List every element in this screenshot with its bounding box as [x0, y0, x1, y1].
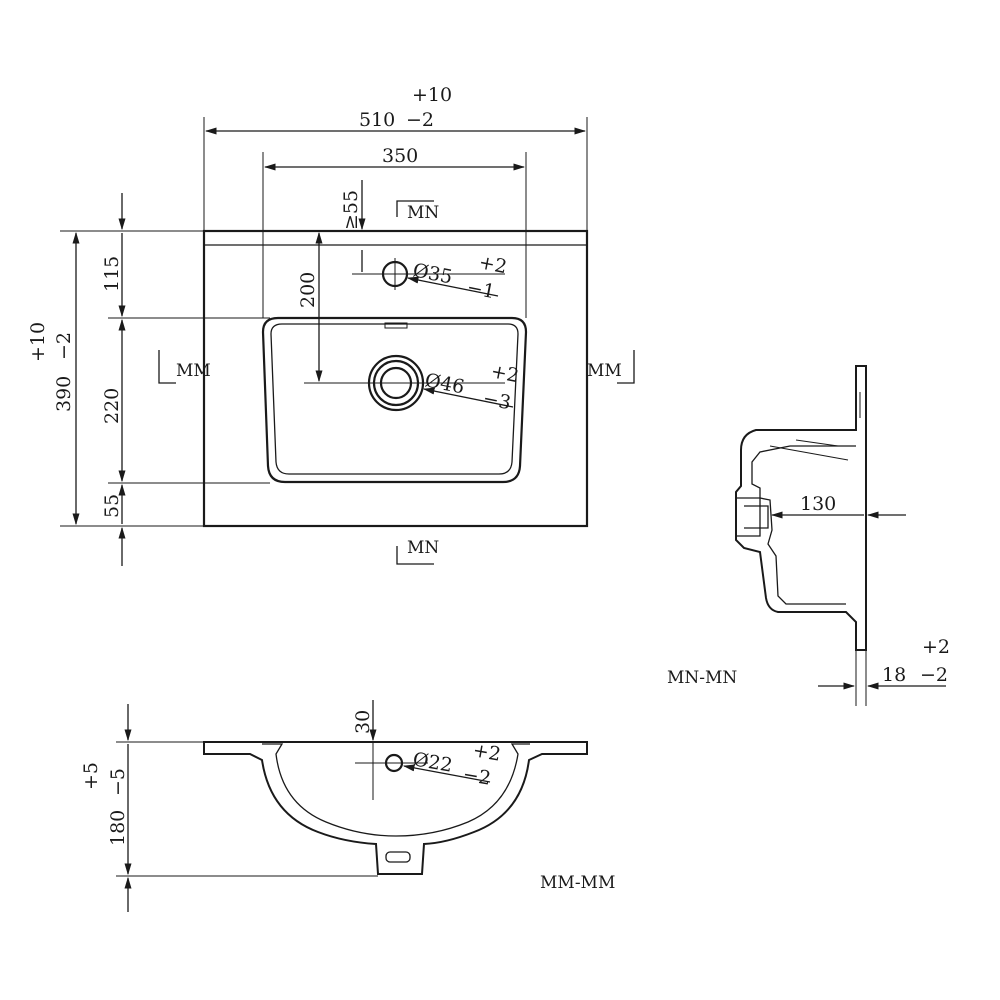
section-mn-bottom-label: MN [407, 538, 439, 558]
drain-hole-tol-minus: −3 [481, 387, 513, 414]
section-mm-drain-slot [385, 851, 411, 863]
section-marker-mm-right [617, 350, 635, 384]
tap-to-drain-value: 200 [297, 272, 319, 308]
mm-height-tol-plus: +5 [80, 762, 102, 790]
section-mn-profile [735, 365, 867, 651]
section-mn-label: MN-MN [667, 668, 737, 688]
overflow-offset-value: 30 [352, 710, 374, 734]
tap-hole-tol-minus: −1 [465, 276, 497, 303]
tap-hole-tol-plus: +2 [477, 251, 509, 278]
section-mm: 30 Ø22 +2 −2 +5 180 −5 MM-MM [80, 700, 615, 912]
section-mn-drain [736, 497, 769, 537]
section-marker-mn-bottom [396, 546, 434, 565]
overall-width-value: 510 [359, 109, 395, 131]
overall-depth-tol-plus: +10 [27, 322, 49, 362]
overall-depth-tol-minus: −2 [53, 332, 75, 360]
overflow-hole-leader [402, 764, 491, 783]
bowl-inner-outline [270, 323, 519, 475]
section-mm-inner [262, 743, 530, 837]
front-margin-value: 55 [101, 494, 123, 518]
overflow-hole-tol-plus: +2 [471, 739, 502, 766]
basin-outline [202, 229, 589, 528]
bowl-length-value: 220 [101, 388, 123, 424]
drain-hole-leader [422, 387, 514, 408]
tap-offset-value: ≥55 [340, 190, 362, 230]
drain-hole-tol-plus: +2 [489, 360, 521, 387]
top-view: +10 510 −2 350 ≥55 MN MN MM MM 200 [27, 84, 635, 566]
section-mn-inner-wall [751, 445, 856, 605]
rim-thickness-tol-plus: +2 [922, 636, 950, 658]
drain-hole-dia: Ø46 [423, 369, 466, 398]
section-marker-mm-left [158, 350, 176, 384]
section-mn-hatch-1 [769, 445, 849, 461]
bowl-outline [261, 316, 528, 484]
tap-hole-dia: Ø35 [411, 259, 454, 288]
overall-width-tol-plus: +10 [412, 84, 452, 106]
section-marker-mn-top [396, 200, 434, 217]
depth-to-tap-value: 115 [101, 256, 123, 292]
mn-depth-value: 130 [800, 493, 836, 515]
section-mm-right-label: MM [587, 361, 622, 381]
section-mn: 130 18 +2 −2 MN-MN [667, 365, 950, 706]
rim-thickness-value: 18 [882, 664, 906, 686]
bowl-width-value: 350 [382, 145, 418, 167]
overflow-slot [384, 322, 408, 329]
section-mm-label: MM-MM [540, 873, 615, 893]
tap-hole-leader [406, 276, 499, 297]
overflow-hole-tol-minus: −2 [461, 763, 492, 790]
section-mm-left-label: MM [176, 361, 211, 381]
section-mm-profile [203, 741, 588, 875]
overall-width-tol-minus: −2 [406, 109, 434, 131]
section-mn-hatch-2 [795, 439, 839, 447]
rim-thickness-tol-minus: −2 [920, 664, 948, 686]
mm-height-tol-minus: −5 [107, 768, 129, 796]
overall-depth-value: 390 [53, 376, 75, 412]
mm-height-value: 180 [107, 810, 129, 846]
section-mn-top-label: MN [407, 203, 439, 223]
